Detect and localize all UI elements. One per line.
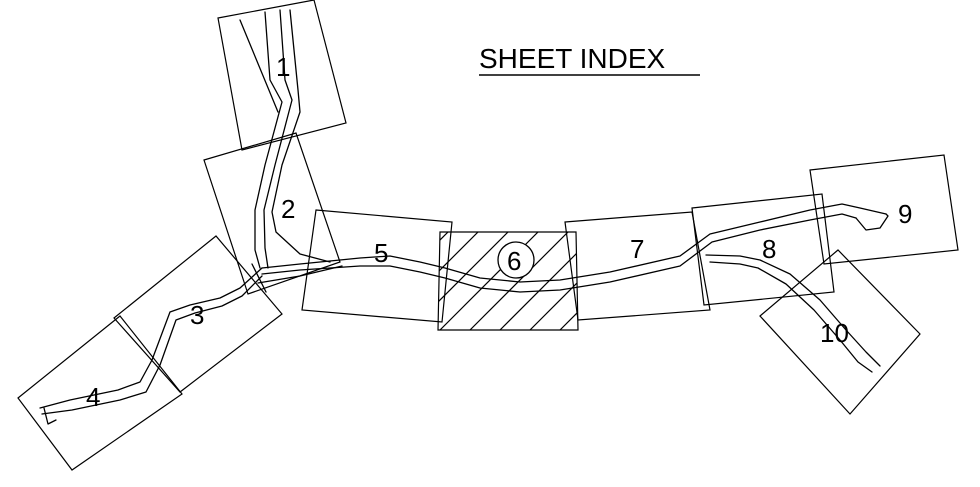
sheet-frame-5[interactable] — [301, 209, 453, 323]
road-north-left — [254, 11, 283, 269]
road-main-lower — [261, 213, 857, 293]
road-north-outer — [271, 9, 331, 263]
sheet-label-8[interactable]: 8 — [762, 234, 776, 264]
sheet-label-2[interactable]: 2 — [281, 194, 295, 224]
sheet-label-6[interactable]: 6 — [507, 246, 521, 276]
sheet-frame-2[interactable] — [203, 132, 341, 295]
road-sw-end — [43, 407, 57, 425]
sheet-label-5[interactable]: 5 — [374, 238, 388, 268]
sheet-index-title: SHEET INDEX — [479, 43, 666, 74]
sheet-frames — [17, 0, 959, 471]
sheet-frame-3[interactable] — [113, 235, 283, 393]
sheet-frame-8[interactable] — [691, 193, 835, 306]
road-se-upper — [705, 254, 881, 367]
road-sw-lower — [41, 275, 263, 415]
road-main-spur-down — [257, 265, 343, 284]
sheet-6-highlight-circle — [497, 241, 535, 279]
sheet-frame-10[interactable] — [759, 249, 921, 415]
sheet-frame-9[interactable] — [809, 154, 959, 265]
sheet-label-4[interactable]: 4 — [86, 382, 100, 412]
sheet-label-7[interactable]: 7 — [630, 234, 644, 264]
road-sw-crossing-tick — [251, 263, 267, 293]
road-north-inner-diag — [239, 19, 279, 113]
sheet-frame-1[interactable] — [217, 0, 347, 151]
sheet-label-3[interactable]: 3 — [190, 300, 204, 330]
sheet-label-10[interactable]: 10 — [820, 318, 849, 348]
road-cul-de-sac-9 — [855, 213, 889, 231]
road-north-right — [263, 9, 293, 269]
sheet-frame-6[interactable] — [437, 231, 579, 331]
sheet-labels: 1 2 3 4 5 6 7 8 9 10 — [86, 52, 912, 412]
sheet-frame-4[interactable] — [17, 315, 183, 471]
road-se-lower — [709, 261, 873, 373]
road-main-upper — [261, 203, 887, 283]
road-sw-upper — [39, 267, 263, 409]
sheet-label-1[interactable]: 1 — [276, 52, 290, 82]
roadway-alignment — [39, 9, 889, 425]
sheet-label-9[interactable]: 9 — [898, 199, 912, 229]
